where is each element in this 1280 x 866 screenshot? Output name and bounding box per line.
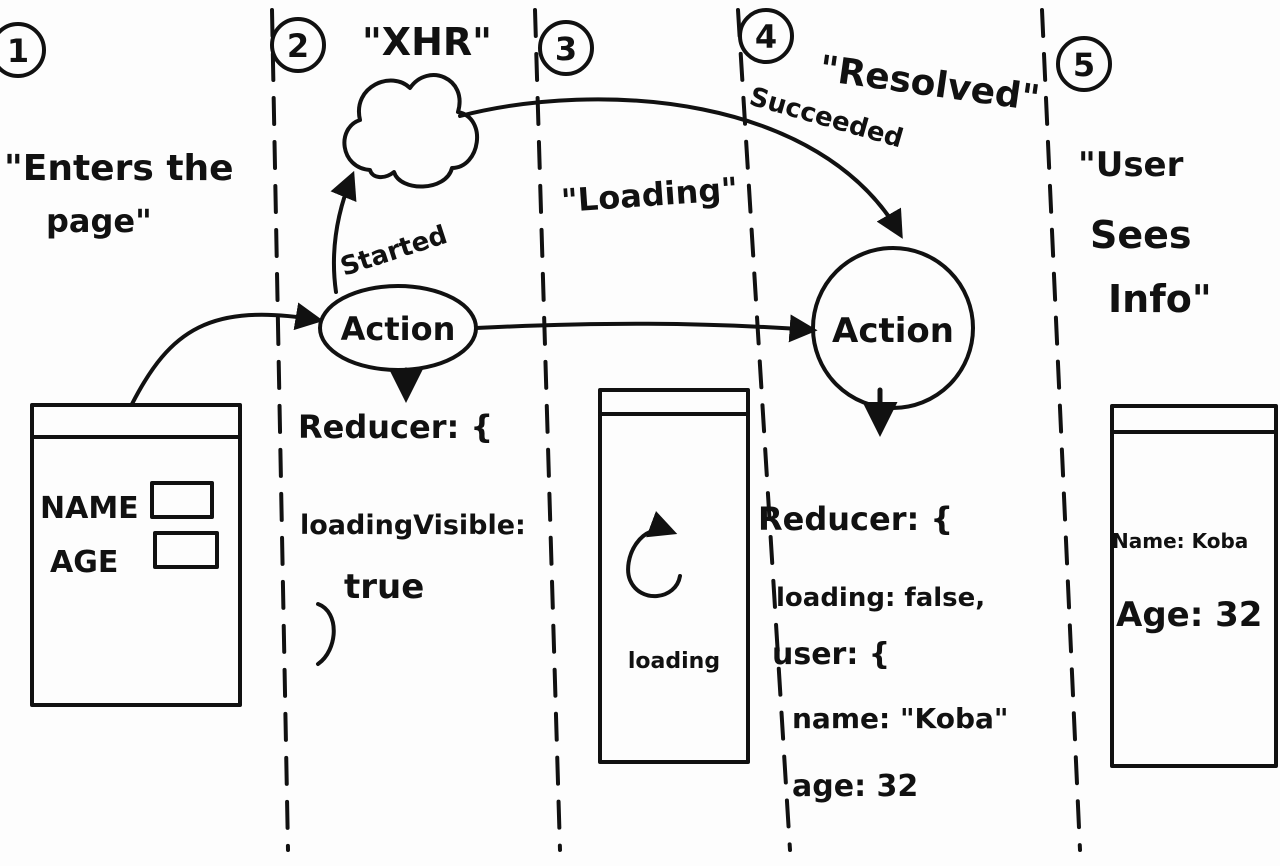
started-arrow (330, 170, 357, 294)
name-input-box (150, 481, 214, 519)
divider-3-4 (736, 8, 792, 852)
form-window (30, 403, 242, 707)
step-1-circle (0, 22, 46, 78)
user-info-window (1110, 404, 1278, 768)
step-3-circle (538, 20, 594, 76)
step-5-caption-line2: Sees (1090, 213, 1192, 257)
reducer-close-brace (316, 602, 336, 666)
divider-4-5 (1040, 8, 1082, 852)
step-5-caption-line3: Info" (1108, 277, 1212, 321)
action-1-label: Action (341, 310, 456, 348)
xhr-cloud (342, 73, 480, 189)
step-1-caption-line2: page" (46, 202, 152, 240)
step-2-title: "XHR" (362, 20, 492, 64)
started-label: Started (337, 220, 451, 283)
step-3-caption: "Loading" (560, 170, 739, 220)
divider-2-3 (533, 8, 562, 852)
step-5-number: 5 (1073, 46, 1095, 84)
step-2-number: 2 (287, 27, 309, 65)
age-input-box (153, 531, 219, 569)
user-name-text: Name: Koba (1112, 529, 1248, 553)
reducer-2-line2: user: { (772, 637, 890, 672)
name-label: NAME (40, 491, 139, 526)
loading-screen-text: loading (628, 649, 720, 674)
step-5-caption-line1: "User (1078, 145, 1184, 185)
step-4-circle (738, 8, 794, 64)
reducer-2-line4: age: 32 (792, 769, 918, 804)
reducer-1-open: Reducer: { (298, 408, 493, 446)
step-3-number: 3 (555, 30, 577, 68)
step-1-caption-line1: "Enters the (4, 148, 234, 189)
loading-window (598, 388, 750, 764)
reducer-2-open: Reducer: { (758, 500, 953, 538)
step-1-number: 1 (7, 32, 29, 70)
action-2-label: Action (832, 311, 954, 351)
step-5-circle (1056, 36, 1112, 92)
step-2-circle (270, 17, 326, 73)
reducer-1-line1: loadingVisible: (300, 510, 526, 541)
loading-spinner-icon (626, 511, 682, 598)
user-age-text: Age: 32 (1116, 595, 1262, 635)
reducer-2-line3: name: "Koba" (792, 702, 1009, 735)
succeeded-arrow (458, 97, 903, 239)
age-label: AGE (50, 545, 118, 580)
form-to-action-arrow (130, 302, 324, 406)
divider-1-2 (270, 8, 290, 852)
action-to-action-arrow (474, 314, 818, 343)
reducer-2-line1: loading: false, (776, 583, 985, 613)
step-4-number: 4 (755, 18, 777, 56)
reducer-1-line2: true (344, 567, 424, 607)
